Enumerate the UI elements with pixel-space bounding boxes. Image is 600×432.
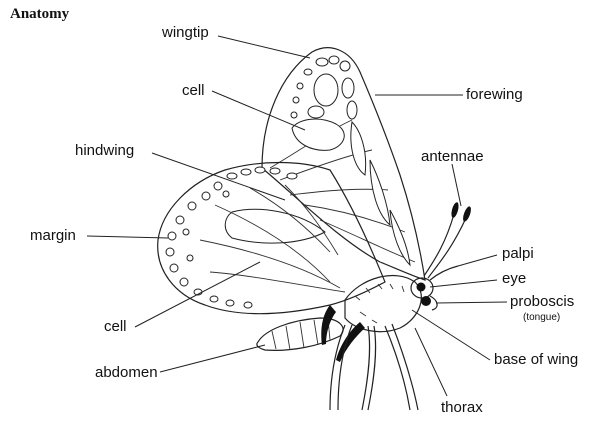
label-tongue: (tongue) <box>523 312 560 323</box>
cell-lower-leader <box>135 262 260 327</box>
margin-leader <box>87 236 168 238</box>
label-wingtip: wingtip <box>161 24 209 41</box>
label-eye: eye <box>502 270 526 287</box>
eye-mark <box>417 283 426 292</box>
abdomen-illustration <box>257 318 343 350</box>
head-illustration <box>411 278 437 310</box>
leader-lines <box>87 36 507 396</box>
palpi-leader <box>458 255 497 266</box>
thorax-illustration <box>345 276 421 332</box>
label-cell-upper: cell <box>182 82 205 99</box>
label-abdomen: abdomen <box>95 364 158 381</box>
label-palpi: palpi <box>502 245 534 262</box>
wingtip-leader <box>218 36 310 58</box>
thorax-leader <box>415 328 447 396</box>
abdomen-leader <box>160 345 265 372</box>
antennae-illustration <box>424 201 473 278</box>
hindwing-veins <box>200 185 345 292</box>
label-forewing: forewing <box>466 86 523 103</box>
cell-upper-leader <box>212 91 305 130</box>
antennae-leader <box>452 164 461 206</box>
butterfly-illustration <box>158 48 473 410</box>
hindwing-leader <box>152 153 285 200</box>
label-hindwing: hindwing <box>75 142 134 159</box>
base-of-wing-leader <box>412 310 490 360</box>
eye-leader <box>430 280 497 287</box>
label-antennae: antennae <box>421 148 484 165</box>
label-cell-lower: cell <box>104 318 127 335</box>
label-thorax: thorax <box>441 399 483 416</box>
diagram-title: Anatomy <box>10 6 69 23</box>
label-base-of-wing: base of wing <box>494 351 578 368</box>
forewing-margin-spots <box>291 56 357 119</box>
proboscis-leader <box>436 302 507 303</box>
palpi-illustration <box>430 266 458 280</box>
label-proboscis: proboscis <box>510 293 574 310</box>
label-margin: margin <box>30 227 76 244</box>
